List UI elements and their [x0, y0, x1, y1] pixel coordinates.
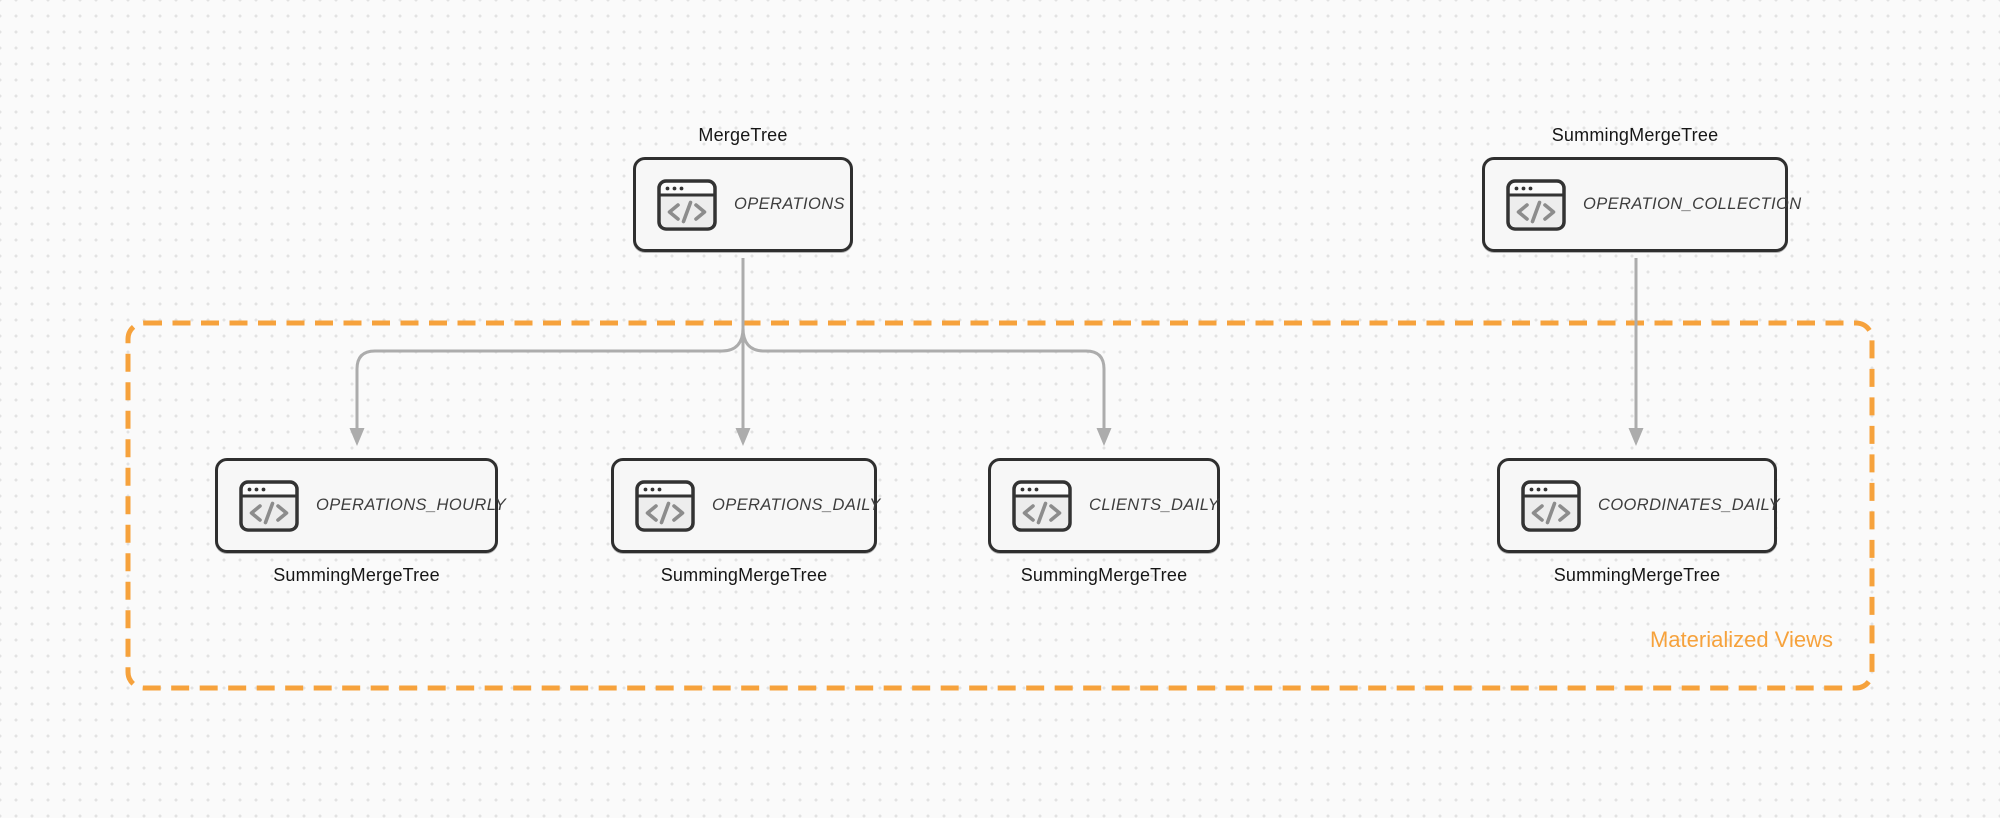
engine-label: SummingMergeTree — [1020, 565, 1188, 585]
arrowhead-operations-hourly — [349, 428, 365, 446]
code-window-icon — [1521, 480, 1581, 532]
table-node-box: OPERATIONS — [633, 157, 853, 252]
code-window-icon — [1506, 179, 1566, 231]
engine-label: MergeTree — [698, 125, 788, 145]
code-window-icon — [239, 480, 299, 532]
engine-label: SummingMergeTree — [660, 565, 828, 585]
table-name: OPERATIONS_HOURLY — [316, 496, 507, 514]
node-operation-collection: SummingMergeTree OPERATION_COLLECTION — [1482, 123, 1801, 252]
node-operations: MergeTree OPERATIONS — [633, 123, 853, 252]
engine-label: SummingMergeTree — [273, 565, 440, 585]
materialized-views-group-label: Materialized Views — [1649, 627, 1833, 652]
edge-operations-to-clients-daily — [741, 258, 1106, 429]
engine-label: SummingMergeTree — [1551, 125, 1719, 145]
arrowhead-clients-daily — [1096, 428, 1112, 446]
table-node-box: CLIENTS_DAILY — [988, 458, 1220, 553]
table-name: OPERATIONS_DAILY — [712, 496, 881, 514]
engine-label: SummingMergeTree — [1553, 565, 1721, 585]
table-node-box: OPERATIONS_DAILY — [611, 458, 880, 553]
table-name: OPERATIONS — [734, 195, 845, 213]
node-coordinates-daily: COORDINATES_DAILY SummingMergeTree — [1497, 458, 1780, 587]
edge-operations-to-operations-hourly — [355, 258, 745, 429]
node-clients-daily: CLIENTS_DAILY SummingMergeTree — [988, 458, 1220, 587]
table-name: COORDINATES_DAILY — [1598, 496, 1780, 514]
code-window-icon — [1012, 480, 1072, 532]
materialized-views-group-border — [125, 320, 1875, 691]
node-operations-hourly: OPERATIONS_HOURLY SummingMergeTree — [215, 458, 506, 587]
code-window-icon — [657, 179, 717, 231]
arrowhead-operations-daily — [735, 428, 751, 446]
table-node-box: OPERATIONS_HOURLY — [215, 458, 506, 553]
code-window-icon — [635, 480, 695, 532]
table-node-box: COORDINATES_DAILY — [1497, 458, 1780, 553]
table-node-box: OPERATION_COLLECTION — [1482, 157, 1801, 252]
table-name: OPERATION_COLLECTION — [1583, 195, 1802, 213]
arrowhead-coordinates-daily — [1628, 428, 1644, 446]
table-name: CLIENTS_DAILY — [1089, 496, 1220, 514]
node-operations-daily: OPERATIONS_DAILY SummingMergeTree — [611, 458, 880, 587]
